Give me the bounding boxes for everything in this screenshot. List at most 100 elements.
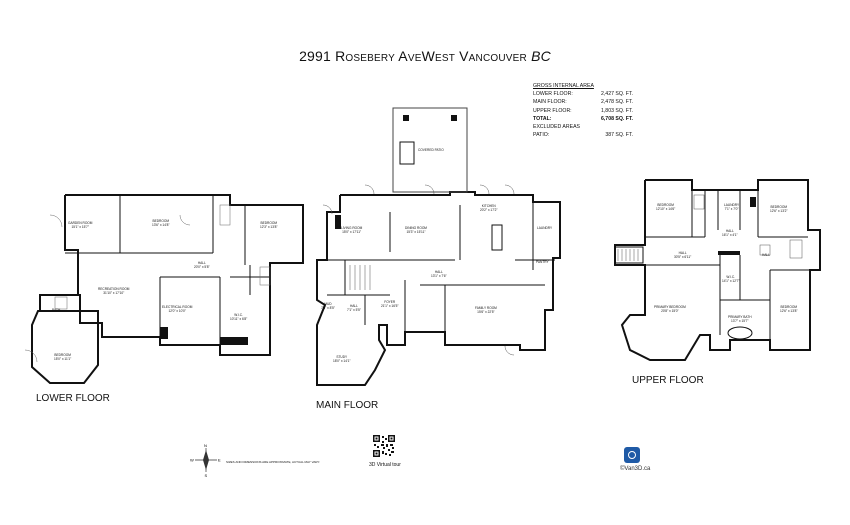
room-dims: 12'3" x 13'8" (260, 225, 278, 229)
address-street: Rosebery Ave (335, 48, 422, 64)
room-name: KITCHEN (481, 204, 496, 208)
area-value: 387 SQ. FT. (605, 132, 633, 139)
room-name: W.I.C. (234, 313, 243, 317)
room-dims: 12'0" x 10'0" (168, 309, 186, 313)
upper-floor-drawing (614, 179, 821, 361)
room-dims: 7'1" x 5'5" (347, 308, 361, 312)
room-name: LAUNDRY (724, 203, 740, 207)
area-value: 2,427 SQ. FT. (600, 91, 633, 98)
room-label: W.I.C.10'11" x 6'8" (230, 313, 247, 321)
address-number: 2991 (299, 48, 332, 64)
van3d-logo-icon (624, 447, 640, 463)
room-name: BEDROOM (657, 203, 674, 207)
qr-code-drawing (372, 434, 396, 458)
room-dims: 15'0" x 17'11" (342, 230, 362, 234)
area-row: PATIO:387 SQ. FT. (533, 131, 633, 139)
room-name: HALL (197, 261, 206, 265)
room-dims: 13'1" x 7'6" (431, 274, 447, 278)
room-dims: 15'0" x 11'1" (54, 357, 72, 361)
qr-code-icon[interactable] (372, 434, 396, 463)
address-city: West Vancouver (421, 48, 527, 64)
room-name: GARDEN ROOM (68, 221, 93, 225)
compass-drawing: N E S W (190, 443, 221, 478)
main-floor-label: MAIN FLOOR (316, 400, 379, 411)
room-label: HALL (762, 253, 770, 257)
room-name: PRIMARY BATH (728, 315, 752, 319)
room-label: COVERED PATIO (418, 148, 444, 152)
room-name: STUDY (336, 355, 348, 359)
gross-area-table: GROSS INTERNAL AREA LOWER FLOOR:2,427 SQ… (533, 82, 633, 139)
area-row: EXCLUDED AREAS (533, 123, 633, 131)
room-name: LIVING ROOM (341, 226, 363, 230)
room-name: W.I.C. (726, 275, 736, 279)
area-value: 6,708 SQ. FT. (600, 115, 633, 122)
upper-floor-label: UPPER FLOOR (632, 375, 704, 386)
room-label: LAUNDRY (537, 226, 552, 230)
room-name: BEDROOM (260, 221, 277, 225)
room-dims: 18'0" x 14'1" (333, 359, 351, 363)
brand-text[interactable]: ©Van3D.ca (620, 466, 651, 472)
compass-s: S (205, 473, 208, 478)
room-name: DINING ROOM (405, 226, 427, 230)
area-value: 2,478 SQ. FT. (600, 99, 633, 106)
room-name: MUD (324, 302, 332, 306)
area-row-total: TOTAL:6,708 SQ. FT. (533, 115, 633, 123)
room-dims: 13'6" x 14'8" (152, 223, 170, 227)
room-dims: 7'8" x 8'5" (321, 306, 335, 310)
compass-rose-icon: N E S W (190, 442, 222, 483)
compass-w: W (190, 458, 194, 463)
room-name: COVERED PATIO (418, 148, 444, 152)
room-name: BATH (52, 308, 61, 312)
room-dims: 31'10" x 17'10" (103, 291, 125, 295)
room-dims: 30'5" x 6'11" (674, 255, 692, 259)
room-dims: 12'10" x 14'6" (656, 207, 676, 211)
room-dims: 15'6" x 22'5" (477, 310, 495, 314)
room-dims: 16'1" x 4'1" (722, 233, 738, 237)
room-name: HALL (678, 251, 687, 255)
room-name: PANTRY (536, 260, 549, 264)
room-name: PRIMARY BEDROOM (654, 305, 686, 309)
room-name: HALL (762, 253, 770, 257)
room-name: HALL (434, 270, 443, 274)
area-key: LOWER FLOOR: (533, 91, 573, 98)
room-dims: 15'1" x 15'7" (71, 225, 89, 229)
room-dims: 14'1" x 12'7" (722, 279, 740, 283)
main-floor-drawing (316, 107, 561, 386)
room-dims: 10'11" x 6'8" (230, 317, 248, 321)
disclaimer-text: SIZES AND DIMENSIONS ARE APPROXIMATE, AC… (226, 460, 320, 464)
room-name: LAUNDRY (537, 226, 553, 230)
room-dims: 12'6" x 13'8" (780, 309, 798, 313)
room-label: W.I.C.14'1" x 12'7" (722, 275, 739, 283)
area-row: MAIN FLOOR: 2,478 SQ. FT. (533, 98, 633, 106)
room-dims: 7'1" x 7'0" (724, 207, 739, 211)
room-dims: 15'3" x 15'11" (406, 230, 426, 234)
area-value: 1,803 SQ. FT. (600, 107, 633, 114)
room-dims: 20'0" x 5'8" (194, 265, 210, 269)
virtual-tour-label[interactable]: 3D Virtual tour (369, 462, 401, 468)
room-dims: 21'1" x 16'5" (381, 304, 399, 308)
room-dims: 12'6" x 13'2" (770, 209, 788, 213)
area-row: UPPER FLOOR:1,803 SQ. FT. (533, 107, 633, 115)
lower-floor-drawing (24, 194, 304, 384)
room-label: BATH (52, 308, 60, 312)
area-key: MAIN FLOOR: (533, 99, 567, 106)
